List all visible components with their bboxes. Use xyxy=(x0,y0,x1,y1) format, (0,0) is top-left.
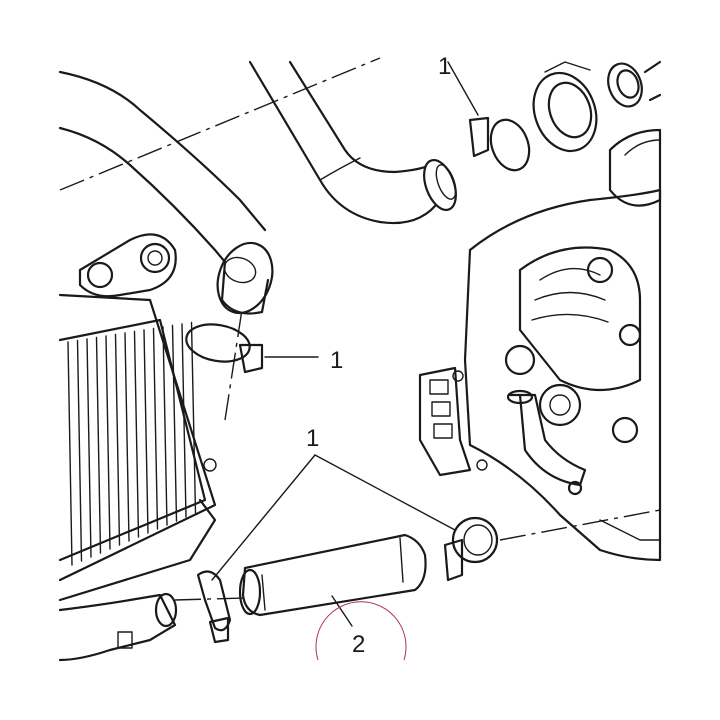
radiator-fin xyxy=(86,338,92,558)
radiator-fin xyxy=(133,330,140,538)
radiator-fin xyxy=(76,339,83,562)
upper-hose xyxy=(248,60,457,225)
radiator-fin xyxy=(124,332,130,542)
radiator-fin xyxy=(190,321,197,514)
callout-hose: 2 xyxy=(352,631,365,658)
middle-clamp-1 xyxy=(185,323,319,374)
radiator-fin xyxy=(162,326,168,526)
radiator-fin xyxy=(114,333,121,546)
top-fitting xyxy=(607,60,662,108)
radiator-bracket xyxy=(78,233,177,298)
top-clamp-1 xyxy=(447,61,531,172)
radiator xyxy=(58,293,217,602)
radiator-fins xyxy=(67,321,197,566)
radiator-fin xyxy=(67,341,73,566)
center-lines xyxy=(59,57,661,601)
callout-clamp-bottom: 1 xyxy=(306,425,319,452)
bottom-right-clamp-1 xyxy=(443,516,499,582)
bottom-left-clamp-1 xyxy=(196,570,232,644)
callout-clamp-middle: 1 xyxy=(330,347,343,374)
callout-clamp-top: 1 xyxy=(438,53,451,80)
radiator-fin xyxy=(105,335,111,550)
radiator-fin xyxy=(181,323,187,518)
lower-hose xyxy=(238,533,427,617)
engine-block xyxy=(418,128,662,562)
leader-lines xyxy=(211,454,456,627)
radiator-fin xyxy=(171,324,178,522)
highlight-circle xyxy=(315,601,407,661)
lower-left-fitting xyxy=(58,592,178,662)
left-upper-hose xyxy=(58,70,274,315)
top-seal-ring xyxy=(532,61,598,153)
radiator-fin xyxy=(95,336,102,554)
radiator-fin xyxy=(152,327,159,530)
radiator-fin xyxy=(143,329,149,534)
